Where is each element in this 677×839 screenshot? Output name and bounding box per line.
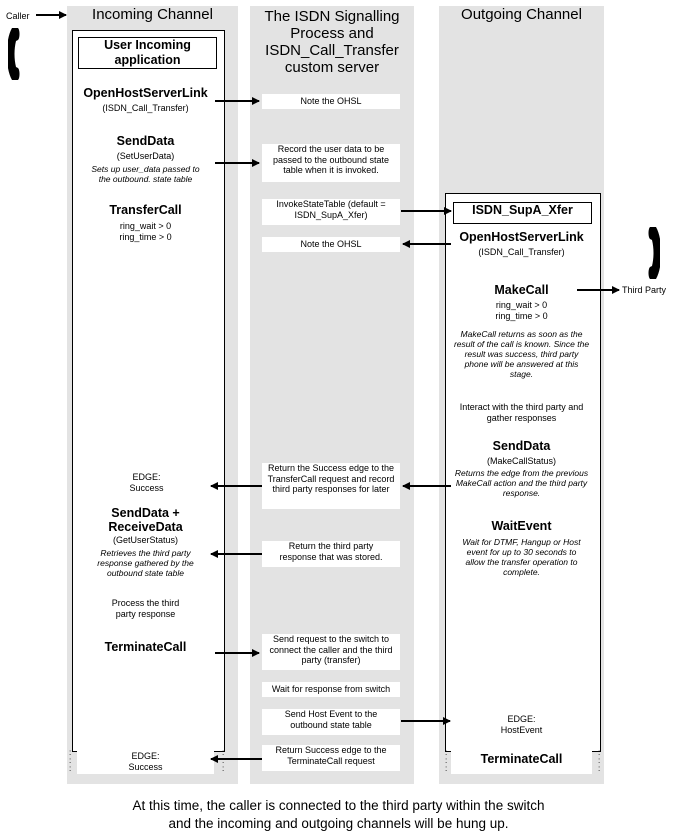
in-process-box: Process the third party response — [77, 596, 214, 622]
in-senddata-receivedata-box: SendData + ReceiveData (GetUserStatus) R… — [77, 505, 214, 587]
caller-label: Caller — [6, 11, 30, 21]
third-party-phone-icon — [648, 227, 660, 279]
out-interact-text: Interact with the third party and gather… — [459, 402, 584, 423]
in-transfercall-p2: ring_time > 0 — [119, 231, 172, 242]
out-waitevent-title: WaitEvent — [491, 519, 552, 533]
out-makecall-p1: ring_wait > 0 — [495, 300, 548, 310]
incoming-channel-header: Incoming Channel — [92, 6, 213, 23]
footer-line-1: At this time, the caller is connected to… — [132, 798, 545, 813]
out-makecall-desc: MakeCall returns as soon as the result o… — [453, 329, 590, 379]
in-ohsl-sub: (ISDN_Call_Transfer) — [102, 103, 189, 113]
isdn-step-invokestatetable: InvokeStateTable (default = ISDN_SupA_Xf… — [262, 199, 400, 225]
out-waitevent-box: WaitEvent Wait for DTMF, Hangup or Host … — [451, 512, 592, 738]
in-sdrd-title: SendData + ReceiveData — [108, 506, 183, 534]
in-senddata-desc: Sets up user_data passed to the outbound… — [91, 163, 200, 184]
isdn-step-record-user-data: Record the user data to be passed to the… — [262, 144, 400, 182]
in-senddata-box: SendData (SetUserData) Sets up user_data… — [77, 132, 214, 192]
isdn-step-return-terminate: Return Success edge to the TerminateCall… — [262, 745, 400, 771]
out-terminatecall-title: TerminateCall — [480, 752, 563, 766]
out-senddata-box: SendData (MakeCallStatus) Returns the ed… — [451, 436, 592, 504]
in-transfercall-box: TransferCall ring_wait > 0 ring_time > 0… — [77, 200, 214, 496]
in-sdrd-sub: (GetUserStatus) — [112, 535, 179, 545]
out-waitevent-edge: EDGE: HostEvent — [500, 714, 543, 735]
in-edge-success-text: EDGE: Success — [128, 751, 163, 772]
isdn-supa-xfer-box: ISDN_SupA_Xfer — [453, 202, 592, 224]
user-incoming-application-box: User Incoming application — [78, 37, 217, 69]
isdn-process-header: The ISDN Signalling Process and ISDN_Cal… — [264, 8, 400, 76]
in-terminatecall-title: TerminateCall — [104, 640, 187, 654]
out-waitevent-desc: Wait for DTMF, Hangup or Host event for … — [462, 537, 581, 577]
dots-left-incoming: ::: — [69, 748, 72, 773]
isdn-step-note-ohsl-1: Note the OHSL — [262, 94, 400, 109]
out-senddata-desc: Returns the edge from the previous MakeC… — [454, 467, 589, 498]
out-interact-box: Interact with the third party and gather… — [451, 400, 592, 427]
out-makecall-box: MakeCall ring_wait > 0 ring_time > 0 Mak… — [451, 282, 592, 392]
dots-left-outgoing: ::: — [445, 748, 448, 773]
isdn-step-note-ohsl-2: Note the OHSL — [262, 237, 400, 252]
isdn-step-return-response: Return the third party response that was… — [262, 541, 400, 567]
in-terminatecall-box: TerminateCall — [77, 632, 214, 740]
in-senddata-title: SendData — [116, 134, 175, 148]
isdn-step-send-request-switch: Send request to the switch to connect th… — [262, 634, 400, 670]
out-ohsl-sub: (ISDN_Call_Transfer) — [478, 247, 565, 257]
out-ohsl-title: OpenHostServerLink — [459, 230, 584, 244]
in-process-text: Process the third party response — [111, 598, 180, 619]
dots-right-incoming: ::: — [222, 748, 225, 773]
in-transfercall-edge: EDGE: Success — [129, 472, 164, 493]
isdn-step-wait-response: Wait for response from switch — [262, 682, 400, 697]
out-senddata-title: SendData — [492, 439, 551, 453]
in-openhostserverlink-box: OpenHostServerLink (ISDN_Call_Transfer) — [77, 84, 214, 126]
in-edge-success-box: EDGE: Success — [77, 746, 214, 774]
outgoing-channel-header: Outgoing Channel — [461, 6, 582, 23]
in-transfercall-title: TransferCall — [109, 203, 182, 217]
in-sdrd-desc: Retrieves the third party response gathe… — [97, 547, 194, 578]
caller-phone-icon — [8, 28, 20, 80]
isdn-step-return-success-edge: Return the Success edge to the TransferC… — [262, 463, 400, 509]
footer-line-2: and the incoming and outgoing channels w… — [168, 816, 509, 831]
out-makecall-title: MakeCall — [494, 283, 549, 297]
isdn-step-send-host-event: Send Host Event to the outbound state ta… — [262, 709, 400, 735]
dots-right-outgoing: ::: — [598, 748, 601, 773]
out-terminatecall-box: TerminateCall — [451, 746, 592, 774]
out-makecall-p2: ring_time > 0 — [495, 310, 548, 321]
in-ohsl-title: OpenHostServerLink — [83, 86, 208, 100]
out-senddata-sub: (MakeCallStatus) — [486, 456, 557, 466]
third-party-label: Third Party — [622, 285, 667, 295]
in-transfercall-p1: ring_wait > 0 — [119, 221, 172, 231]
in-senddata-sub: (SetUserData) — [116, 151, 175, 161]
out-openhostserverlink-box: OpenHostServerLink (ISDN_Call_Transfer) — [451, 228, 592, 273]
